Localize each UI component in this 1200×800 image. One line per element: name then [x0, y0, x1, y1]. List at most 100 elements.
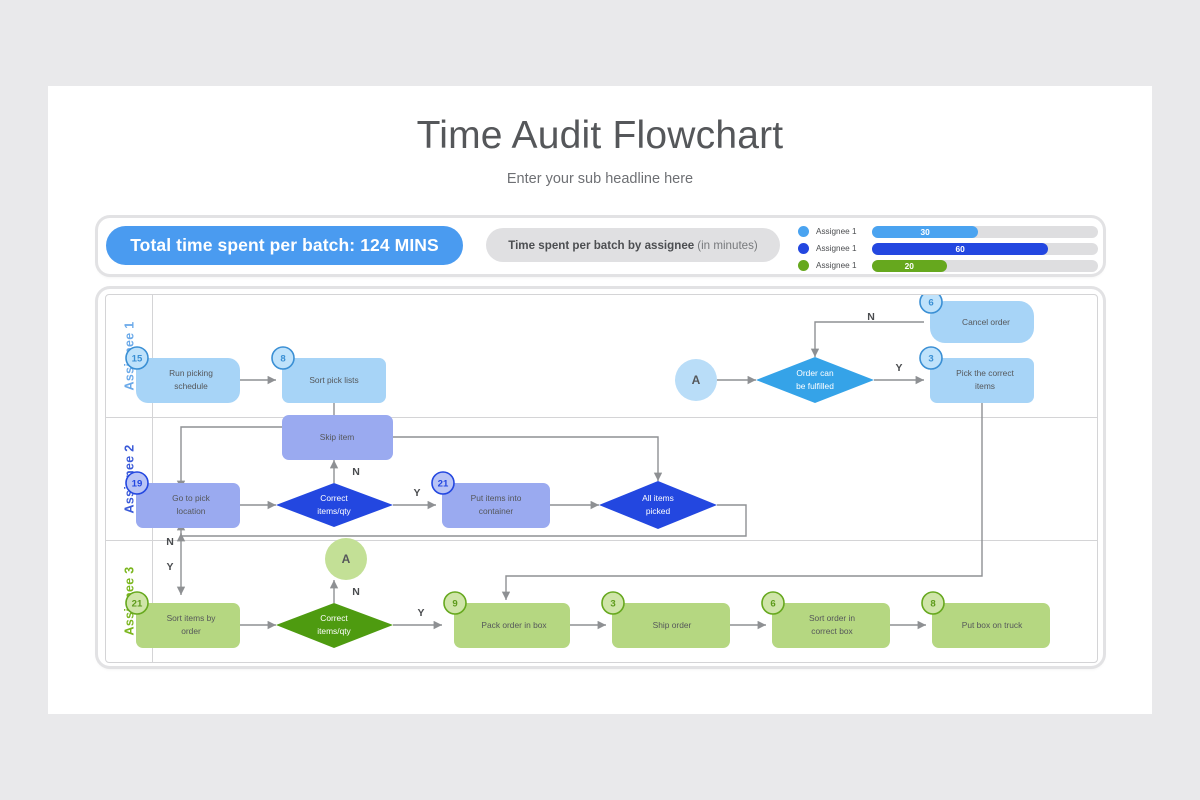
node-pick-the-correct-items-line-2: items [975, 381, 995, 391]
badge-ship-order-text: 3 [610, 599, 615, 610]
node-all-items-picked-line-1: All items [642, 493, 674, 503]
node-correct-items-qty-lane2-line-1: Correct [320, 493, 348, 503]
badge-pick-the-correct-items: 3 [919, 346, 943, 370]
badge-run-picking-schedule: 15 [125, 346, 149, 370]
legend-value-1: 30 [920, 226, 930, 237]
edge-label-correct2-no: N [352, 466, 360, 478]
badge-ship-order: 3 [601, 591, 625, 615]
edge-picked-no-loop [176, 504, 747, 537]
legend-dot-1 [798, 226, 809, 237]
legend-row-2: Assignee 1 60 [798, 242, 1098, 255]
node-go-to-pick-location-line-1: Go to pick [172, 493, 211, 503]
node-correct-items-qty-lane3-line-1: Correct [320, 613, 348, 623]
node-order-can-be-fulfilled-line-1: Order can [796, 368, 834, 378]
node-run-picking-schedule[interactable]: Run picking schedule [136, 358, 240, 403]
node-correct-items-qty-lane2-line-2: items/qty [317, 506, 351, 516]
summary-panel: Total time spent per batch: 124 MINS Tim… [98, 218, 1103, 274]
page-title: Time Audit Flowchart [416, 114, 784, 157]
legend-fill-2: 60 [872, 242, 1049, 255]
legend-value-2: 60 [955, 243, 965, 254]
badge-sort-items-by-order: 21 [125, 591, 149, 615]
swimlane-panel: Assignee 1 Assignee 2 Assignee 3 [98, 289, 1103, 666]
node-pick-the-correct-items[interactable]: Pick the correct items [930, 358, 1034, 403]
page-subtitle: Enter your sub headline here [506, 171, 694, 187]
node-all-items-picked[interactable]: All items picked [599, 481, 717, 529]
legend-dot-3 [798, 260, 809, 271]
legend-label-1: Assignee 1 [816, 227, 857, 236]
node-all-items-picked-line-2: picked [646, 506, 671, 516]
node-sort-items-by-order-line-2: order [181, 626, 201, 636]
node-run-picking-schedule-line-1: Run picking [169, 368, 213, 378]
legend-track-2: 60 [872, 242, 1098, 255]
assignee-caption-bold: Time spent per batch by assignee [508, 238, 695, 252]
node-pick-the-correct-items-line-1: Pick the correct [956, 368, 1014, 378]
legend-fill-1: 30 [872, 225, 979, 238]
node-sort-items-by-order[interactable]: Sort items by order [136, 603, 240, 648]
badge-pack-order-in-box: 9 [443, 591, 467, 615]
node-skip-item[interactable]: Skip item [282, 415, 393, 460]
node-run-picking-schedule-line-2: schedule [174, 381, 208, 391]
legend-track-1: 30 [872, 225, 1098, 238]
node-put-items-into-container-line-2: container [479, 506, 514, 516]
node-put-items-into-container-line-1: Put items into [471, 493, 522, 503]
edge-label-fulfilled-yes: Y [895, 362, 902, 374]
badge-pick-the-correct-items-text: 3 [928, 354, 933, 365]
legend-row-1: Assignee 1 30 [798, 225, 1098, 238]
badge-cancel-order-text: 6 [928, 298, 933, 309]
node-ship-order-line-1: Ship order [653, 620, 692, 630]
node-sort-order-in-correct-box[interactable]: Sort order in correct box [772, 603, 890, 648]
node-pack-order-in-box-line-1: Pack order in box [481, 620, 547, 630]
badge-run-picking-schedule-text: 15 [132, 354, 143, 365]
badge-sort-pick-lists-text: 8 [280, 354, 286, 365]
edge-label-correct2-yes: Y [413, 487, 420, 499]
lane-label-divider [152, 295, 153, 662]
node-put-box-on-truck[interactable]: Put box on truck [932, 603, 1050, 648]
edge-label-correct3-yes: Y [417, 607, 424, 619]
badge-pack-order-in-box-text: 9 [452, 599, 457, 610]
edge-pick-to-pack [501, 403, 983, 600]
badge-go-to-pick-location-text: 19 [132, 479, 143, 490]
connector-a-lane1[interactable]: A [675, 359, 717, 401]
node-correct-items-qty-lane3-line-2: items/qty [317, 626, 351, 636]
edge-label-fulfilled-no: N [867, 311, 875, 323]
node-order-can-be-fulfilled-line-2: be fulfilled [796, 381, 834, 391]
node-put-box-on-truck-line-1: Put box on truck [962, 620, 1023, 630]
legend-label-2: Assignee 1 [816, 244, 857, 253]
legend-value-3: 20 [904, 260, 914, 271]
badge-sort-order-in-correct-box: 6 [761, 591, 785, 615]
legend-row-3: Assignee 1 20 [798, 259, 1098, 272]
lane-divider-1 [106, 417, 1097, 418]
assignee-caption-light: (in minutes) [697, 238, 758, 252]
node-pack-order-in-box[interactable]: Pack order in box [454, 603, 570, 648]
node-go-to-pick-location-line-2: location [177, 506, 206, 516]
edge-label-picked-no: N [166, 536, 174, 548]
swimlane-frame: Assignee 1 Assignee 2 Assignee 3 [105, 294, 1098, 663]
badge-put-box-on-truck-text: 8 [930, 599, 936, 610]
node-correct-items-qty-lane2[interactable]: Correct items/qty [276, 483, 393, 527]
connector-a-lane1-label: A [692, 373, 701, 387]
badge-put-items-into-container: 21 [431, 471, 455, 495]
assignee-legend: Assignee 1 30 Assignee 1 60 Assign [798, 222, 1098, 272]
total-time-badge: Total time spent per batch: 124 MINS [106, 226, 463, 265]
node-sort-pick-lists[interactable]: Sort pick lists [282, 358, 386, 403]
lane-divider-2 [106, 540, 1097, 541]
connector-a-lane3[interactable]: A [325, 538, 367, 580]
node-sort-order-in-correct-box-line-1: Sort order in [809, 613, 855, 623]
node-sort-order-in-correct-box-line-2: correct box [811, 626, 853, 636]
node-ship-order[interactable]: Ship order [612, 603, 730, 648]
flowchart-svg: Run picking schedule 15 Sort pick lists … [125, 295, 1050, 648]
node-go-to-pick-location[interactable]: Go to pick location [136, 483, 240, 528]
connector-a-lane3-label: A [342, 552, 351, 566]
badge-sort-pick-lists: 8 [271, 346, 295, 370]
node-order-can-be-fulfilled[interactable]: Order can be fulfilled [756, 357, 874, 403]
badge-sort-order-in-correct-box-text: 6 [770, 599, 775, 610]
node-correct-items-qty-lane3[interactable]: Correct items/qty [276, 603, 393, 648]
legend-dot-2 [798, 243, 809, 254]
node-cancel-order-line-1: Cancel order [962, 317, 1010, 327]
node-sort-pick-lists-line-1: Sort pick lists [309, 375, 358, 385]
node-cancel-order[interactable]: Cancel order [930, 301, 1034, 343]
node-put-items-into-container[interactable]: Put items into container [442, 483, 550, 528]
badge-cancel-order: 6 [919, 295, 943, 314]
legend-fill-3: 20 [872, 259, 947, 272]
edge-skip-to-picked [393, 436, 663, 481]
